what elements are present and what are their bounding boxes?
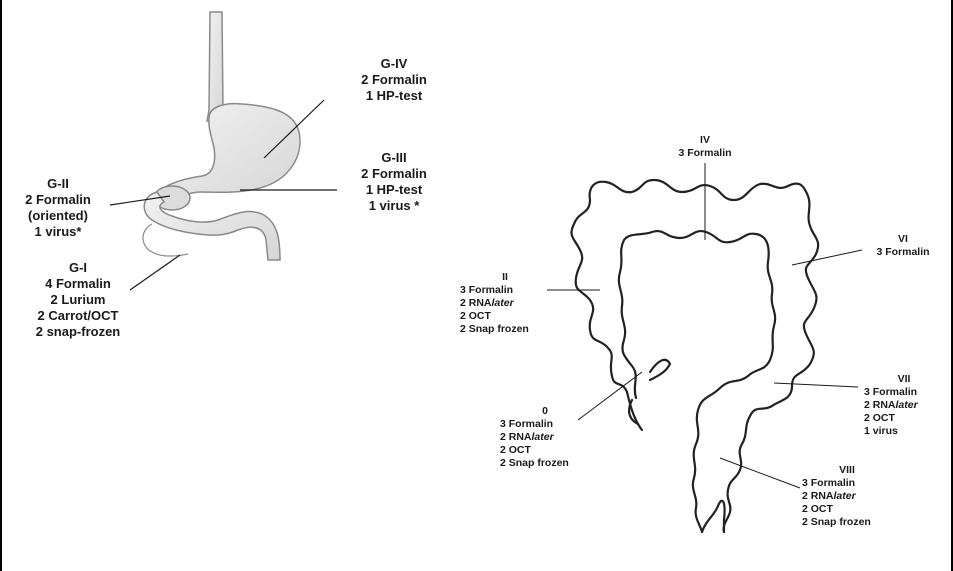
label-iv-title: IV <box>662 134 748 147</box>
label-g2-line2: (oriented) <box>6 208 110 224</box>
label-zero: 0 3 Formalin 2 RNAlater 2 OCT 2 Snap fro… <box>500 405 590 470</box>
leader-vii <box>774 383 858 387</box>
label-zero-line2: 2 RNAlater <box>500 431 590 444</box>
label-viii: VIII 3 Formalin 2 RNAlater 2 OCT 2 Snap … <box>802 464 892 529</box>
label-g2-title: G-II <box>6 176 110 192</box>
label-g1: G-I 4 Formalin 2 Lurium 2 Carrot/OCT 2 s… <box>16 260 140 340</box>
label-viii-line2: 2 RNAlater <box>802 490 892 503</box>
label-g3-line1: 2 Formalin <box>338 166 450 182</box>
label-g2-line3: 1 virus* <box>6 224 110 240</box>
label-vii-line4: 1 virus <box>864 425 944 438</box>
stomach-body <box>165 104 300 200</box>
colon-rectum <box>702 501 725 532</box>
appendix <box>650 360 670 380</box>
label-g1-line2: 2 Lurium <box>16 292 140 308</box>
label-g3-title: G-III <box>338 150 450 166</box>
label-g1-line4: 2 snap-frozen <box>16 324 140 340</box>
label-viii-line1: 3 Formalin <box>802 477 892 490</box>
label-g1-line3: 2 Carrot/OCT <box>16 308 140 324</box>
label-vii-line3: 2 OCT <box>864 412 944 425</box>
label-g2: G-II 2 Formalin (oriented) 1 virus* <box>6 176 110 240</box>
label-vii-line2: 2 RNAlater <box>864 399 944 412</box>
duodenum <box>144 192 280 260</box>
label-iv-line1: 3 Formalin <box>662 147 748 160</box>
label-g4-title: G-IV <box>338 56 450 72</box>
label-ii-line3: 2 OCT <box>460 310 550 323</box>
label-ii-line4: 2 Snap frozen <box>460 323 550 336</box>
label-vi-title: VI <box>860 233 946 246</box>
label-viii-line3: 2 OCT <box>802 503 892 516</box>
label-g1-title: G-I <box>16 260 140 276</box>
label-g2-line1: 2 Formalin <box>6 192 110 208</box>
label-vi: VI 3 Formalin <box>860 233 946 259</box>
label-g3-line2: 1 HP-test <box>338 182 450 198</box>
label-g3: G-III 2 Formalin 1 HP-test 1 virus * <box>338 150 450 214</box>
leader-vi <box>792 250 862 265</box>
colon-inner-contour <box>619 231 775 532</box>
stomach-illustration <box>143 12 300 260</box>
label-zero-title: 0 <box>500 405 590 418</box>
label-ii-title: II <box>460 271 550 284</box>
label-g3-line3: 1 virus * <box>338 198 450 214</box>
esophagus <box>207 12 223 121</box>
label-zero-line3: 2 OCT <box>500 444 590 457</box>
label-g4-line1: 2 Formalin <box>338 72 450 88</box>
label-vii: VII 3 Formalin 2 RNAlater 2 OCT 1 virus <box>864 373 944 438</box>
label-g4: G-IV 2 Formalin 1 HP-test <box>338 56 450 104</box>
label-iv: IV 3 Formalin <box>662 134 748 160</box>
label-vii-line1: 3 Formalin <box>864 386 944 399</box>
colon-leader-lines <box>547 163 862 488</box>
label-g1-line1: 4 Formalin <box>16 276 140 292</box>
label-viii-title: VIII <box>802 464 892 477</box>
leader-viii <box>720 458 800 488</box>
label-g4-line2: 1 HP-test <box>338 88 450 104</box>
label-ii-line2: 2 RNAlater <box>460 297 550 310</box>
label-viii-line4: 2 Snap frozen <box>802 516 892 529</box>
label-zero-line1: 3 Formalin <box>500 418 590 431</box>
label-vii-title: VII <box>864 373 944 386</box>
label-ii-line1: 3 Formalin <box>460 284 550 297</box>
label-ii: II 3 Formalin 2 RNAlater 2 OCT 2 Snap fr… <box>460 271 550 336</box>
label-vi-line1: 3 Formalin <box>860 246 946 259</box>
colon-illustration <box>572 180 819 532</box>
label-zero-line4: 2 Snap frozen <box>500 457 590 470</box>
